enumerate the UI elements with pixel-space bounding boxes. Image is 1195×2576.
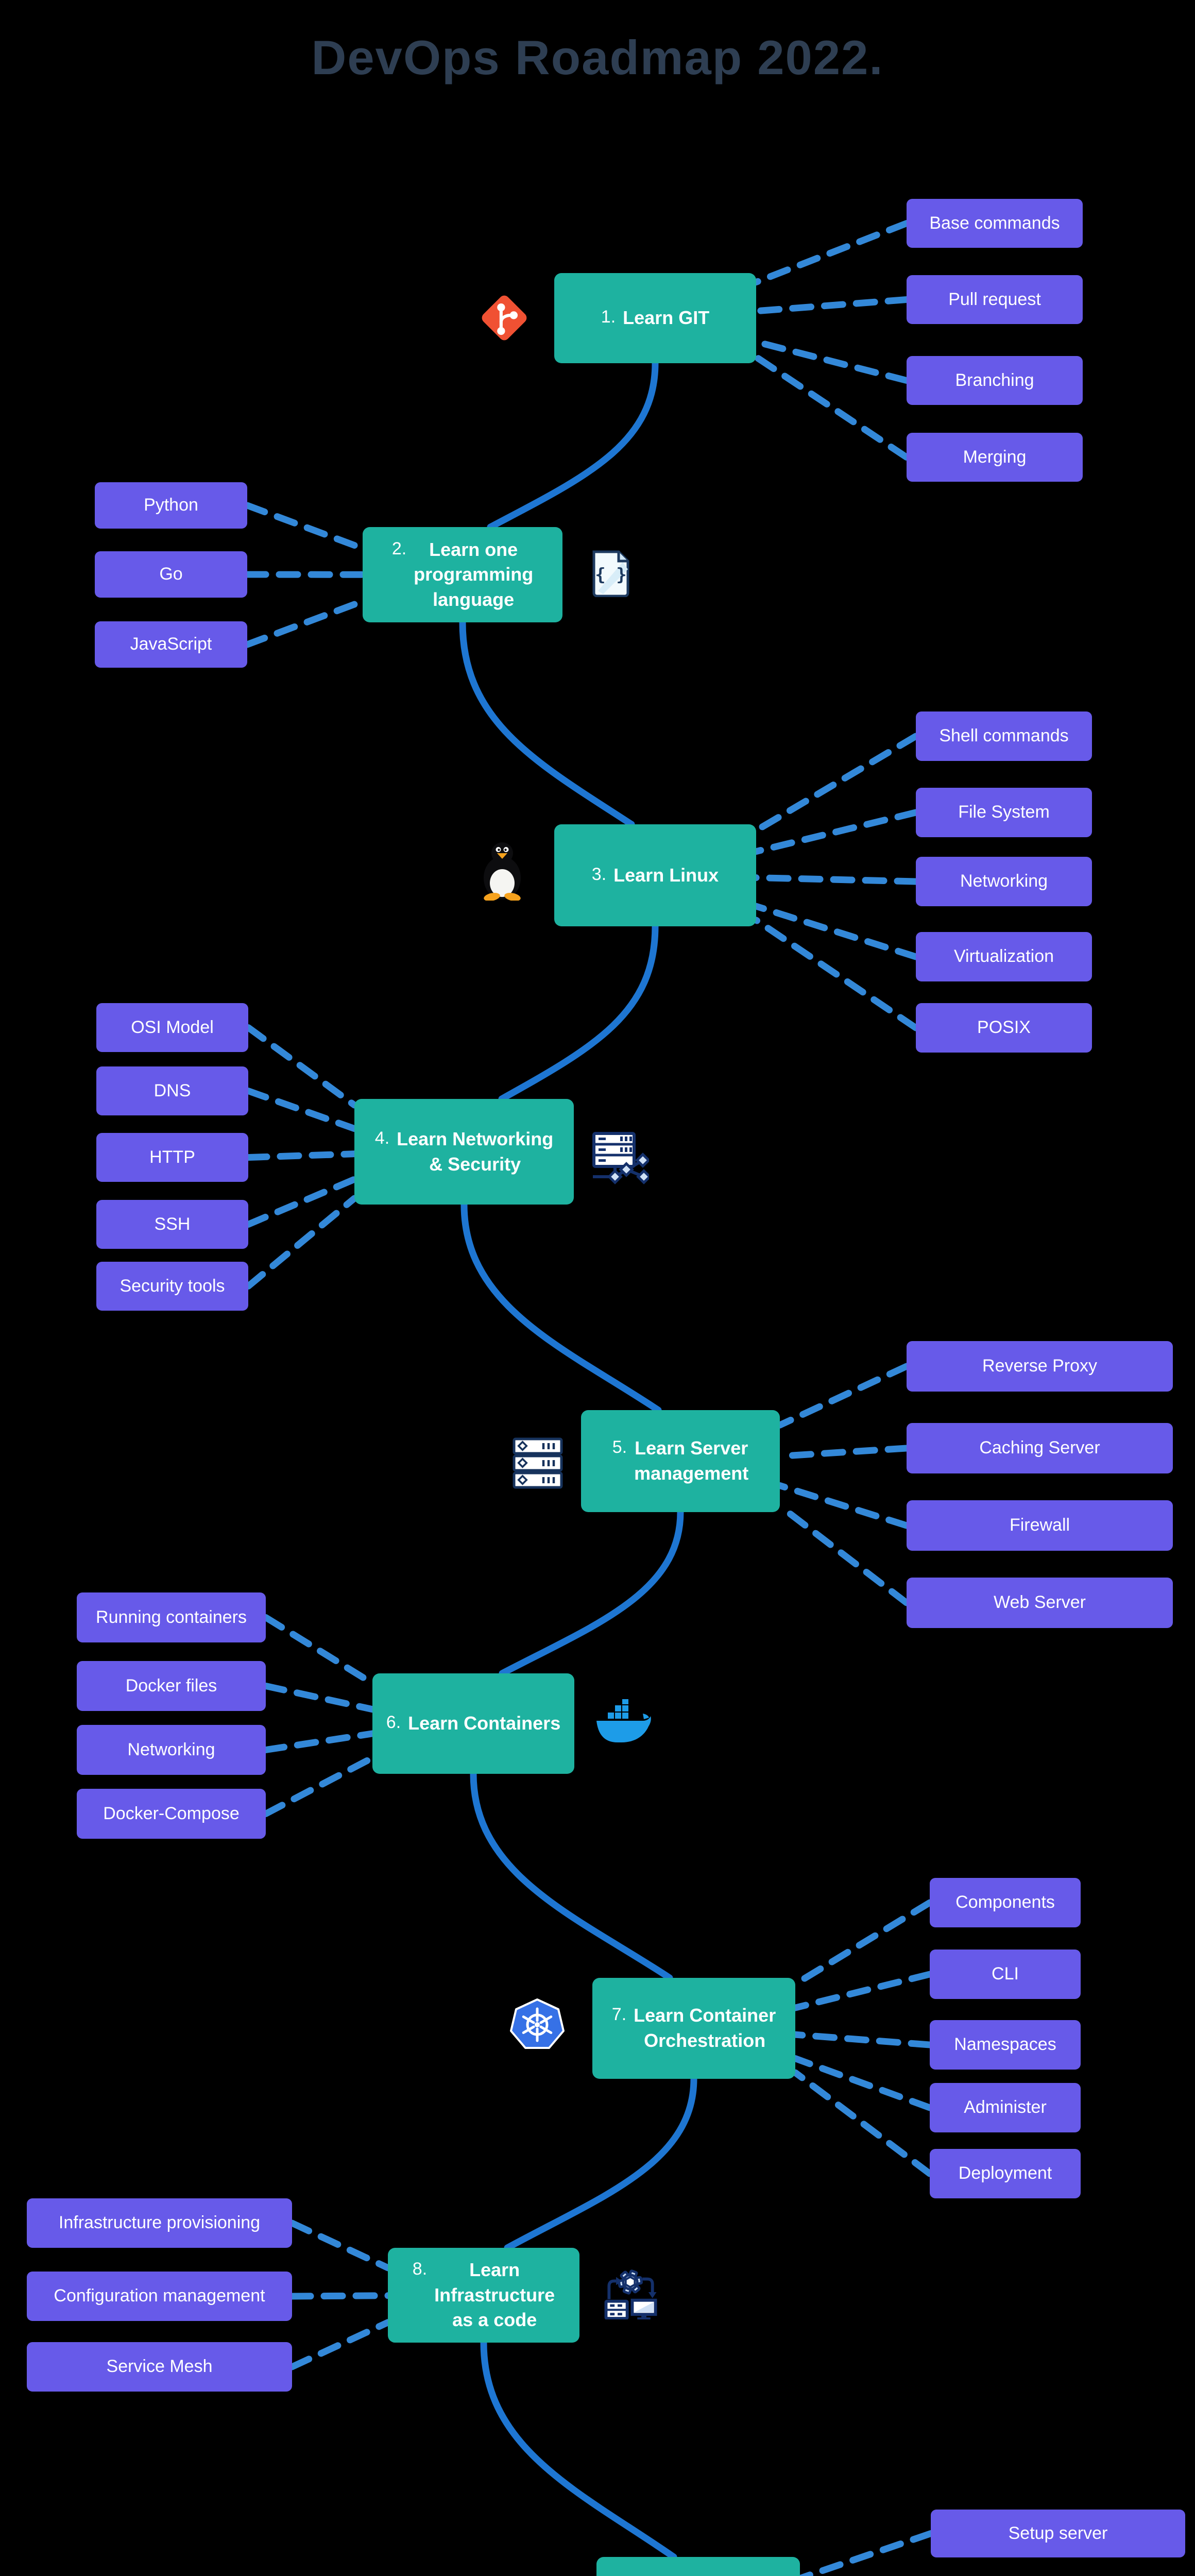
- step-box-container-orchestration: 7. Learn Container Orchestration: [592, 1978, 795, 2079]
- infrastructure-as-code-icon: [604, 2269, 657, 2319]
- server-rack-icon: [513, 1437, 563, 1489]
- topic-box: Web Server: [907, 1578, 1173, 1628]
- topic-box: Base commands: [907, 199, 1083, 248]
- step-number: 8.: [412, 2259, 428, 2279]
- topic-box: POSIX: [916, 1003, 1092, 1053]
- topic-box: OSI Model: [96, 1003, 248, 1052]
- step-box-learn-linux: 3. Learn Linux: [554, 824, 756, 926]
- topic-box: Reverse Proxy: [907, 1341, 1173, 1392]
- topic-box: Running containers: [77, 1592, 266, 1642]
- step-box-server-management: 5. Learn Server management: [581, 1410, 780, 1512]
- step-label: Learn GIT: [623, 307, 710, 329]
- linux-tux-icon: [484, 842, 521, 901]
- step-label: Learn Server management: [634, 1437, 749, 1484]
- step-box-containers: 6. Learn Containers: [372, 1673, 574, 1774]
- topic-box: Deployment: [930, 2149, 1081, 2198]
- step-label: Learn Container Orchestration: [634, 2005, 776, 2051]
- step-number: 7.: [611, 2005, 627, 2025]
- network-security-icon: [592, 1132, 649, 1184]
- topic-box: Namespaces: [930, 2020, 1081, 2070]
- topic-box: JavaScript: [95, 621, 247, 668]
- step-number: 2.: [391, 538, 407, 558]
- topic-box: File System: [916, 788, 1092, 837]
- git-icon: [482, 295, 527, 341]
- step-label: Learn Networking & Security: [397, 1128, 554, 1175]
- topic-box: Virtualization: [916, 932, 1092, 981]
- step-number: 3.: [591, 864, 607, 884]
- topic-box: DNS: [96, 1066, 248, 1115]
- kubernetes-icon: [510, 1998, 565, 2049]
- topic-box: Infrastructure provisioning: [27, 2198, 292, 2248]
- step-number: 5.: [612, 1437, 627, 1458]
- topic-box: Caching Server: [907, 1423, 1173, 1473]
- topic-box: Setup server: [931, 2510, 1185, 2557]
- topic-box: Networking: [916, 857, 1092, 906]
- step-label: Learn Containers: [408, 1713, 561, 1734]
- step-label: Learn one programming language: [414, 538, 534, 610]
- step-label: Learn Linux: [613, 864, 719, 886]
- step-box-programming-language: 2. Learn one programming language: [363, 527, 562, 622]
- topic-box: CLI: [930, 1950, 1081, 1999]
- topic-box: Firewall: [907, 1500, 1173, 1551]
- svg-text:{ }: { }: [595, 565, 626, 585]
- topic-box: Docker files: [77, 1661, 266, 1711]
- topic-box: Docker-Compose: [77, 1789, 266, 1839]
- topic-box: Shell commands: [916, 711, 1092, 761]
- page-title: DevOps Roadmap 2022.: [311, 30, 884, 84]
- step-number: 4.: [374, 1128, 390, 1148]
- step-box-networking-security: 4. Learn Networking & Security: [354, 1099, 574, 1205]
- topic-box: Pull request: [907, 275, 1083, 324]
- step-number: 6.: [386, 1713, 401, 1733]
- docker-whale-icon: [596, 1699, 651, 1742]
- topic-box: Go: [95, 551, 247, 598]
- step-number: 1.: [601, 307, 616, 327]
- topic-box: Configuration management: [27, 2272, 292, 2321]
- topic-box: Components: [930, 1878, 1081, 1927]
- topic-box: Administer: [930, 2083, 1081, 2132]
- step-label: Learn Infrastructure as a code: [434, 2259, 555, 2331]
- topic-box: Security tools: [96, 1262, 248, 1311]
- code-file-icon: { }: [592, 550, 629, 597]
- topic-box: HTTP: [96, 1133, 248, 1182]
- topic-box: Branching: [907, 356, 1083, 405]
- topic-box: Merging: [907, 433, 1083, 482]
- step-box-cicd: 9.Learn CI/CD: [596, 2557, 800, 2576]
- topic-box: Python: [95, 482, 247, 529]
- topic-box: Service Mesh: [27, 2342, 292, 2392]
- topic-box: Networking: [77, 1725, 266, 1775]
- step-box-infrastructure-as-code: 8. Learn Infrastructure as a code: [388, 2248, 579, 2343]
- step-box-learn-git: 1. Learn GIT: [554, 273, 756, 363]
- topic-box: SSH: [96, 1200, 248, 1249]
